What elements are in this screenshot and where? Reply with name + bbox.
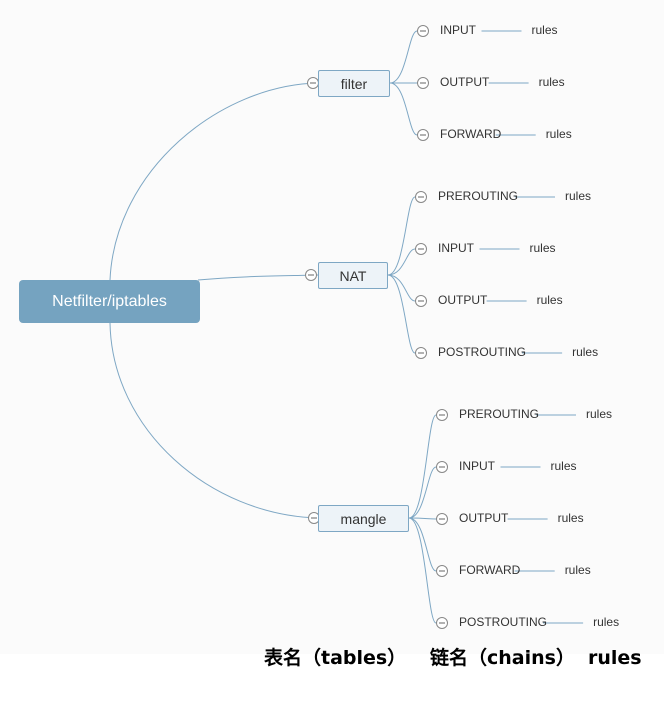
link-mangle-output (408, 517, 437, 520)
link-filter-forward (389, 82, 418, 136)
chain-label[interactable]: PREROUTING (438, 189, 519, 203)
table-label: filter (340, 75, 368, 92)
mindmap-canvas: Netfilter/iptables filter NAT mangle INP… (19, 23, 620, 629)
link-nat-output (387, 274, 416, 302)
table-node-mangle[interactable]: mangle (318, 505, 409, 532)
collapse-toggle-chain[interactable] (415, 295, 427, 307)
rules-label[interactable]: rules (564, 563, 591, 577)
chain-label[interactable]: INPUT (440, 23, 476, 37)
chain-label[interactable]: OUTPUT (440, 75, 490, 89)
collapse-toggle-mangle[interactable] (308, 512, 320, 524)
chain-label[interactable]: POSTROUTING (459, 615, 548, 629)
chain-label[interactable]: POSTROUTING (438, 345, 527, 359)
link-mangle-forward (408, 517, 437, 572)
rules-label[interactable]: rules (538, 75, 565, 89)
link-nat-input (387, 248, 416, 276)
table-node-nat[interactable]: NAT (318, 262, 388, 289)
collapse-toggle-filter[interactable] (307, 77, 319, 89)
collapse-toggle-chain[interactable] (436, 565, 448, 577)
collapse-toggle-chain[interactable] (436, 513, 448, 525)
table-node-filter[interactable]: filter (318, 70, 390, 97)
rules-label[interactable]: rules (529, 241, 556, 255)
collapse-toggle-chain[interactable] (436, 409, 448, 421)
table-label: NAT (339, 267, 367, 284)
chain-label[interactable]: FORWARD (440, 127, 502, 141)
collapse-toggle-chain[interactable] (415, 243, 427, 255)
caption-rules: rules (588, 647, 642, 669)
link-mangle-input (408, 466, 437, 519)
rules-label[interactable]: rules (572, 345, 599, 359)
collapse-toggle-nat[interactable] (305, 269, 317, 281)
link-nat-prerouting (387, 196, 416, 276)
collapse-toggle-chain[interactable] (417, 25, 429, 37)
collapse-toggle-chain[interactable] (415, 191, 427, 203)
chain-label[interactable]: OUTPUT (459, 511, 509, 525)
link-filter-input (389, 30, 418, 84)
root-label: Netfilter/iptables (52, 292, 167, 310)
collapse-toggle-chain[interactable] (436, 461, 448, 473)
chain-label[interactable]: OUTPUT (438, 293, 488, 307)
collapse-toggle-chain[interactable] (436, 617, 448, 629)
chain-label[interactable]: PREROUTING (459, 407, 540, 421)
chain-label[interactable]: INPUT (459, 459, 495, 473)
link-root-mangle (109, 322, 319, 519)
rules-label[interactable]: rules (545, 127, 572, 141)
caption-tables: 表名（tables） (264, 647, 407, 669)
link-mangle-prerouting (408, 414, 437, 519)
table-label: mangle (340, 510, 387, 527)
link-nat-postrouting (387, 274, 416, 354)
rules-label[interactable]: rules (536, 293, 563, 307)
caption-chains: 链名（chains） (430, 647, 575, 669)
rules-label[interactable]: rules (593, 615, 620, 629)
collapse-toggle-chain[interactable] (417, 129, 429, 141)
mindmap-links (109, 25, 584, 629)
root-node[interactable]: Netfilter/iptables (19, 280, 200, 323)
chain-label[interactable]: INPUT (438, 241, 474, 255)
collapse-toggle-chain[interactable] (417, 77, 429, 89)
rules-label[interactable]: rules (557, 511, 584, 525)
rules-label[interactable]: rules (586, 407, 613, 421)
link-mangle-postrouting (408, 517, 437, 624)
link-root-nat (197, 274, 319, 281)
collapse-toggle-chain[interactable] (415, 347, 427, 359)
rules-label[interactable]: rules (550, 459, 577, 473)
rules-label[interactable]: rules (531, 23, 558, 37)
chain-label[interactable]: FORWARD (459, 563, 521, 577)
rules-label[interactable]: rules (565, 189, 592, 203)
link-root-filter (109, 82, 319, 281)
